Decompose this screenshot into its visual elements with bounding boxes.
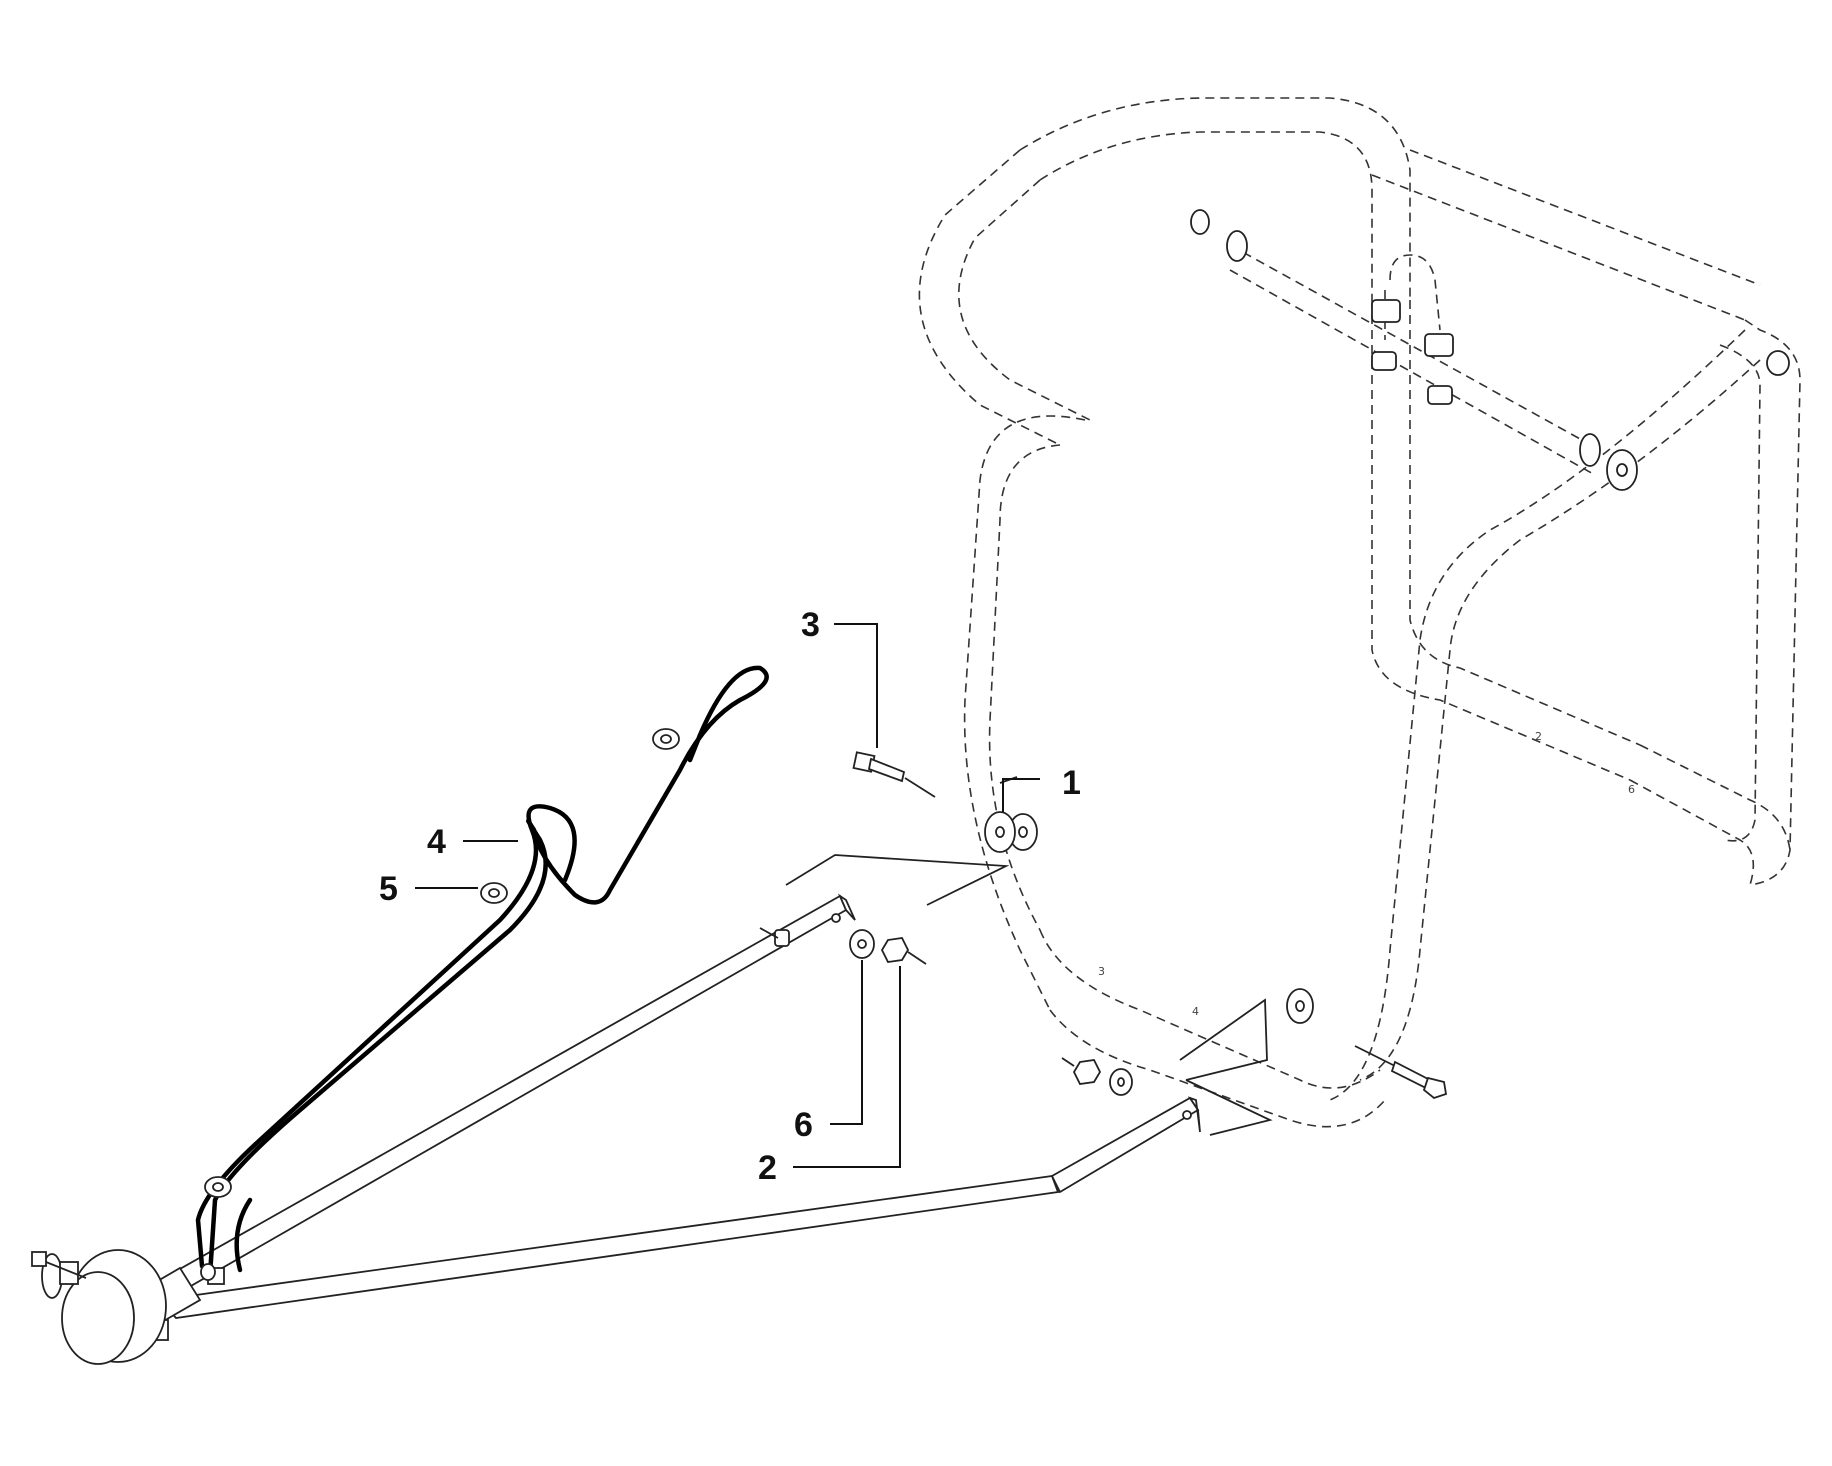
- frame-marks: 3 4 2 6: [1098, 730, 1635, 1018]
- callout-label-2: 2: [758, 1149, 777, 1187]
- cable-clamp-item-5: [480, 882, 508, 904]
- callout-label-1: 1: [1062, 764, 1081, 802]
- callout-1: 1: [1002, 764, 1081, 812]
- callout-2: 2: [758, 966, 901, 1187]
- callout-label-3: 3: [801, 606, 820, 644]
- lower-bolt: [1354, 1045, 1448, 1100]
- callout-6: 6: [794, 960, 863, 1144]
- callout-3: 3: [801, 606, 878, 748]
- washer-item-6: [849, 929, 875, 959]
- callout-5: 5: [379, 870, 478, 908]
- callout-label-5: 5: [379, 870, 398, 908]
- lower-nut-washer: [1061, 1057, 1133, 1096]
- callout-label-4: 4: [427, 823, 446, 861]
- frame-mark-3: 3: [1098, 965, 1105, 978]
- frame-mark-4: 4: [1192, 1005, 1199, 1018]
- callout-4: 4: [427, 823, 518, 861]
- callout-label-6: 6: [794, 1106, 813, 1144]
- pull-cable-item-4: [195, 665, 769, 1281]
- machine-frame-dashed: [918, 97, 1801, 1128]
- mounting-plates: [785, 854, 1273, 1136]
- cable-clamp-upper: [652, 728, 680, 750]
- frame-mark-6: 6: [1628, 783, 1635, 796]
- tow-bar: [119, 893, 1201, 1341]
- nut-item-2: [880, 937, 927, 965]
- bolt-item-3: [852, 751, 936, 798]
- cable-clamp-lower: [204, 1176, 232, 1198]
- frame-mark-2: 2: [1535, 730, 1542, 743]
- wheel: [31, 1249, 167, 1365]
- washer-item-1: [984, 811, 1016, 853]
